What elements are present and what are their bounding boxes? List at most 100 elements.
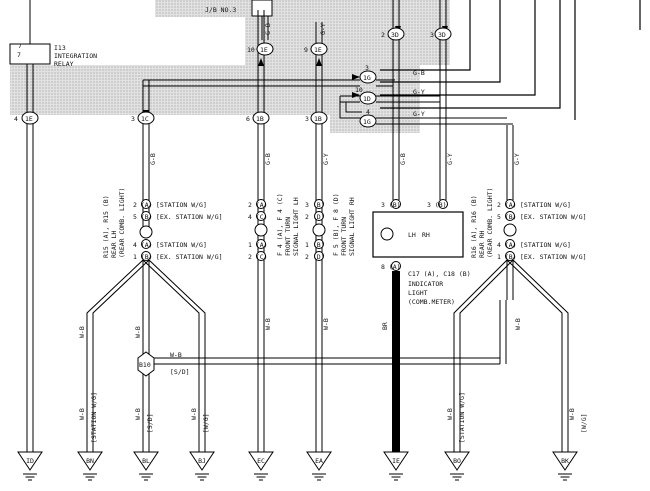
mid-id-2: 1C bbox=[141, 115, 149, 123]
front-lh-id: F 4 (A), F 4 (C) bbox=[276, 193, 284, 256]
wire-gb-top: G-B bbox=[264, 23, 272, 35]
rear-rh-pin-1: 2 (A) bbox=[497, 201, 517, 209]
indicator-name-2: LIGHT bbox=[408, 289, 428, 297]
ground-label: ID bbox=[26, 457, 34, 465]
rear-lh-name-2: (REAR COMB. LIGHT) bbox=[118, 188, 126, 258]
bj-note: [W/G] bbox=[202, 413, 210, 433]
wire-wb-bo: W-B bbox=[446, 408, 454, 420]
front-lh-name-1: FRONT TURN bbox=[284, 217, 292, 256]
rear-rh-light: 2 (A) 5 (B) 4 (A) 1 (B) [STATION W/G] [E… bbox=[470, 188, 587, 261]
rear-rh-note-3: [STATION W/G] bbox=[520, 241, 571, 249]
ground-bl: BL bbox=[133, 451, 159, 481]
junction-b10: B10 W-B [S/D] bbox=[137, 300, 507, 377]
bn-note: [STATION W/G] bbox=[90, 392, 98, 443]
wire-gy-top: G-Y bbox=[319, 23, 327, 35]
mid-pin-3: 6 bbox=[246, 115, 250, 123]
ground-label: BJ bbox=[198, 457, 206, 465]
rear-lh-pin-4: 1 (B) bbox=[133, 253, 153, 261]
rear-lh-note-1: [STATION W/G] bbox=[156, 201, 207, 209]
rear-lh-pin-1: 2 (A) bbox=[133, 201, 153, 209]
bl-note: [S/D] bbox=[146, 413, 154, 433]
top-conn-pin-1: 10 bbox=[247, 46, 255, 54]
wire-wb-ea: W-B bbox=[322, 318, 330, 330]
front-rh-pin-4: 2 (D) bbox=[305, 253, 325, 261]
relay-pin-top: 7 bbox=[18, 42, 22, 50]
ground-id: ID bbox=[17, 451, 43, 481]
wire-wb-bn: W-B bbox=[78, 326, 86, 338]
front-lh-pin-2: 4 (C) bbox=[248, 213, 268, 221]
ground-ec: EC bbox=[248, 451, 274, 481]
front-rh-pin-1: 3 (B) bbox=[305, 201, 325, 209]
junction-block-shading bbox=[10, 0, 450, 133]
front-lh-light: 2 (A) 4 (C) 1 (A) 2 (C) F 4 (A), F 4 (C)… bbox=[248, 193, 300, 261]
joint-id-4: 1D bbox=[363, 95, 371, 103]
indicator-lh: LH bbox=[408, 231, 416, 239]
jb-box bbox=[251, 0, 273, 17]
rear-rh-note-2: [EX. STATION W/G] bbox=[520, 213, 587, 221]
wire-wb-rr: W-B bbox=[514, 318, 522, 330]
front-rh-pin-2: 2 (D) bbox=[305, 213, 325, 221]
rear-rh-name-1: REAR RH bbox=[478, 231, 486, 258]
joint-id-2: 3D bbox=[438, 31, 446, 39]
rear-lh-pin-2: 5 (B) bbox=[133, 213, 153, 221]
ground-ea: EA bbox=[306, 451, 332, 481]
rear-lh-pin-3: 4 (A) bbox=[133, 241, 153, 249]
indicator-pin-out: 8 (A) bbox=[381, 263, 401, 271]
wire-wb-bk: W-B bbox=[568, 408, 576, 420]
wire-gy-rear-rh: G-Y bbox=[513, 153, 521, 165]
mid-id-4: 1B bbox=[314, 115, 322, 123]
rear-rh-pin-2: 5 (B) bbox=[497, 213, 517, 221]
mid-pin-1: 4 bbox=[14, 115, 18, 123]
joint-id-1: 3D bbox=[391, 31, 399, 39]
ground-bo: BO bbox=[444, 451, 470, 481]
junction-id: B10 bbox=[139, 361, 151, 369]
ground-bj: BJ bbox=[189, 451, 215, 481]
relay-desc-2: RELAY bbox=[54, 60, 74, 68]
rear-rh-name-2: (REAR COMB. LIGHT) bbox=[486, 188, 494, 258]
bo-note: [STATION W/G] bbox=[458, 392, 466, 443]
rear-lh-note-4: [EX. STATION W/G] bbox=[156, 253, 223, 261]
connectors bbox=[21, 27, 452, 128]
front-rh-id: F 5 (B), F 8 (D) bbox=[332, 193, 340, 256]
wire-wb-bl: W-B bbox=[134, 326, 142, 338]
front-rh-name-1: FRONT TURN bbox=[340, 217, 348, 256]
wire-gb-front-lh: G-B bbox=[264, 153, 272, 165]
joint-id-5: 1G bbox=[363, 118, 371, 126]
wire-gy-joint-2: G-Y bbox=[413, 110, 425, 118]
mid-pin-4: 3 bbox=[305, 115, 309, 123]
indicator-name-3: (COMB.METER) bbox=[408, 298, 455, 306]
rear-rh-pin-3: 4 (A) bbox=[497, 241, 517, 249]
wire-wb-bn-2: W-B bbox=[78, 408, 86, 420]
wire-wb-bl-2: W-B bbox=[134, 408, 142, 420]
ground-label: BL bbox=[142, 457, 150, 465]
top-conn-id-1: 1E bbox=[260, 46, 268, 54]
rear-rh-branches bbox=[453, 259, 569, 452]
rear-rh-pin-4: 1 (B) bbox=[497, 253, 517, 261]
rear-lh-note-2: [EX. STATION W/G] bbox=[156, 213, 223, 221]
wire-wb-bj: W-B bbox=[190, 408, 198, 420]
mid-pin-2: 3 bbox=[131, 115, 135, 123]
wire-gy-joint: G-Y bbox=[413, 88, 425, 96]
mid-id-3: 1B bbox=[256, 115, 264, 123]
joint-pin-2: 3 bbox=[430, 31, 434, 39]
joint-pin-5: 4 bbox=[366, 108, 370, 116]
joint-pin-3: 3 bbox=[365, 64, 369, 72]
rear-lh-name-1: REAR LH bbox=[110, 231, 118, 258]
indicator-id: C17 (A), C18 (B) bbox=[408, 270, 471, 278]
wire-gb-ind: G-B bbox=[399, 153, 407, 165]
wire-gb-rear-lh: G-B bbox=[149, 153, 157, 165]
integration-relay: 7 7 I13 INTEGRATION RELAY bbox=[9, 0, 97, 68]
joint-pin-4: 10 bbox=[355, 86, 363, 94]
relay-id: I13 bbox=[54, 44, 66, 52]
front-lh-pin-1: 2 (A) bbox=[248, 201, 268, 209]
front-rh-pin-3: 1 (B) bbox=[305, 241, 325, 249]
joint-pin-1: 2 bbox=[381, 31, 385, 39]
ground-label: BN bbox=[86, 457, 94, 465]
indicator-name-1: INDICATOR bbox=[408, 280, 443, 288]
ground-label: IE bbox=[392, 457, 400, 465]
relay-desc-1: INTEGRATION bbox=[54, 52, 97, 60]
indicator-light: LH RH 3 (B) 3 (B) 8 (A) C17 (A), C18 (B)… bbox=[372, 199, 471, 455]
indicator-pin-b: 3 (B) bbox=[427, 201, 447, 209]
junction-note: [S/D] bbox=[170, 368, 190, 376]
